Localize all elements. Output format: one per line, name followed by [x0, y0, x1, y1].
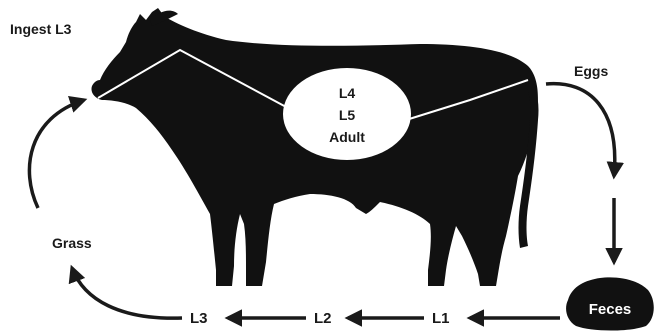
abomasum-oval — [283, 68, 411, 160]
arrow-l3-to-grass — [68, 264, 183, 320]
feces-mound — [566, 277, 654, 331]
grass-label: Grass — [52, 235, 92, 251]
stage-label-l1: L1 — [432, 310, 450, 327]
gut-line-rear — [405, 79, 529, 121]
eggs-label: Eggs — [574, 63, 608, 79]
ingest-label: Ingest L3 — [10, 21, 72, 37]
stage-label-l5: L5 — [339, 107, 356, 123]
arrow-eggs-to-feces — [545, 81, 624, 180]
arrow-grass-to-mouth — [27, 95, 88, 209]
stage-label-l4: L4 — [339, 85, 356, 101]
feces-label: Feces — [589, 301, 632, 318]
stage-label-l3: L3 — [190, 310, 208, 327]
gut-line-front — [97, 48, 289, 109]
stage-label-l2: L2 — [314, 310, 332, 327]
stage-label-adult: Adult — [329, 129, 365, 145]
